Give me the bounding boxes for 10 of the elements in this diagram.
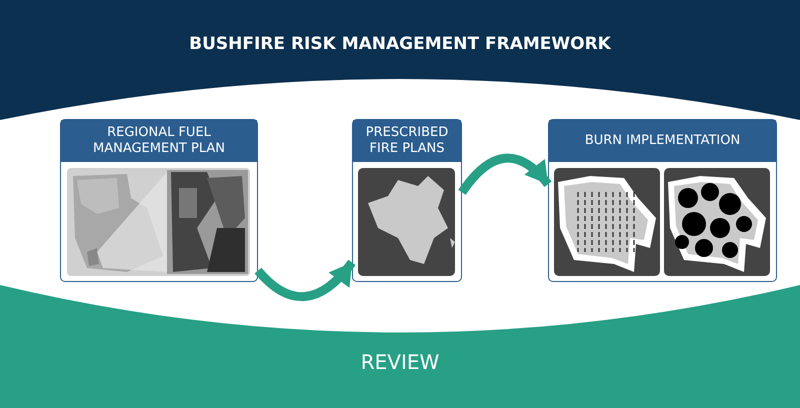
card: [352, 119, 462, 282]
card-header: BURN IMPLEMENTATION: [549, 120, 776, 162]
card-header: PRESCRIBED FIRE PLANS: [353, 120, 461, 162]
title: BUSHFIRE RISK MANAGEMENT FRAMEWORK: [189, 34, 611, 54]
arrow: [458, 154, 552, 195]
band-label: REVIEW: [360, 350, 440, 374]
card: [60, 119, 258, 282]
card: [548, 119, 777, 282]
arrow: [254, 260, 356, 301]
card-header: REGIONAL FUEL MANAGEMENT PLAN: [61, 120, 257, 162]
